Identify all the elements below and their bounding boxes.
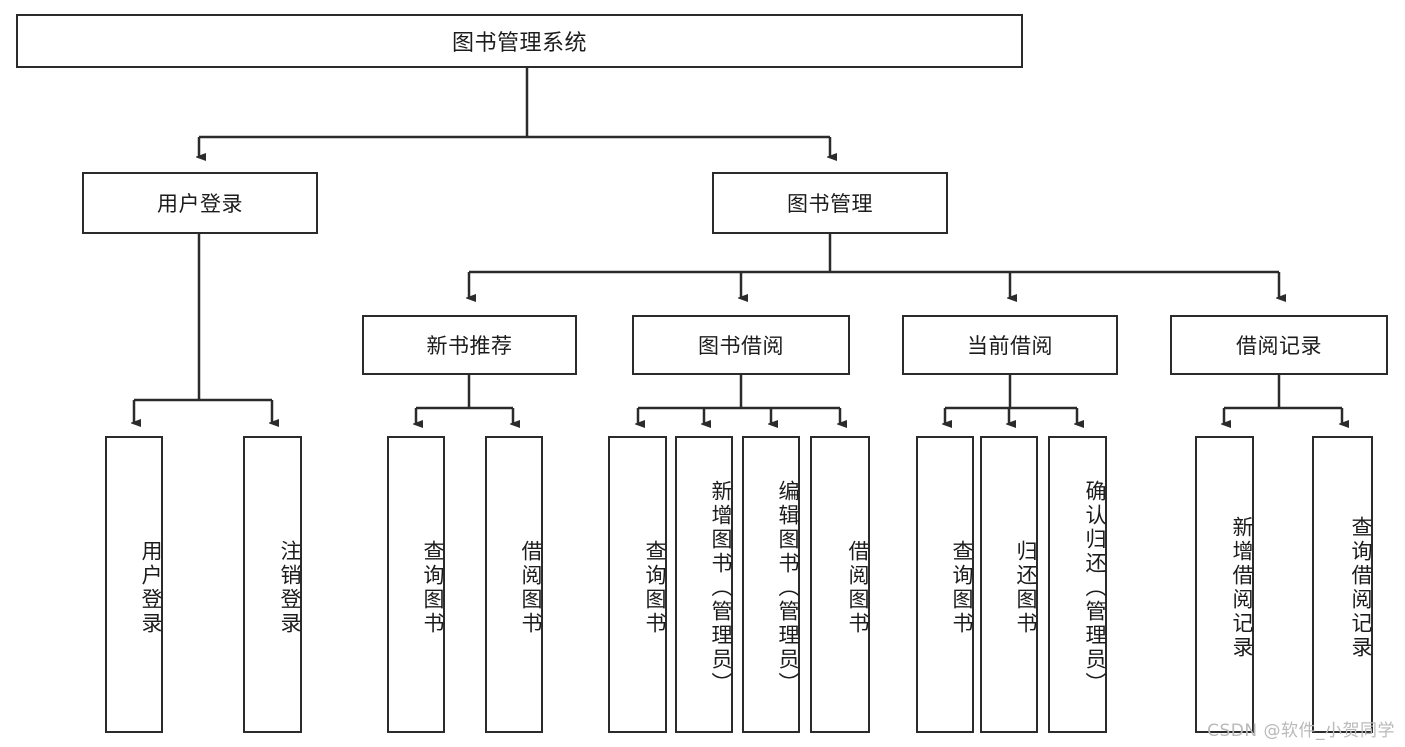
- node-label: 查询图书: [421, 539, 445, 636]
- node-label: 查询图书: [643, 539, 667, 636]
- node-label: 查询借阅记录: [1349, 515, 1373, 660]
- node-label: 图书管理: [787, 192, 873, 216]
- leaf-return-book[interactable]: 归还图书: [980, 436, 1038, 733]
- leaf-user-login[interactable]: 用户登录: [105, 436, 163, 733]
- node-label: 借阅图书: [519, 539, 543, 636]
- node-label: 新书推荐: [426, 334, 513, 358]
- node-book-borrow[interactable]: 图书借阅: [632, 315, 850, 375]
- watermark-text: CSDN @软件_小贺同学: [1207, 721, 1395, 741]
- leaf-query-book-borrow[interactable]: 查询图书: [608, 436, 667, 733]
- node-label: 借阅图书: [846, 539, 870, 636]
- node-current-borrow[interactable]: 当前借阅: [902, 315, 1118, 375]
- node-new-book-recommendation[interactable]: 新书推荐: [362, 315, 577, 375]
- node-book-management[interactable]: 图书管理: [712, 172, 948, 234]
- leaf-borrow-book[interactable]: 借阅图书: [810, 436, 870, 733]
- node-label: 归还图书: [1014, 539, 1038, 636]
- leaf-borrow-book-recommendation[interactable]: 借阅图书: [485, 436, 543, 733]
- node-label: 查询图书: [950, 539, 974, 636]
- node-label: 图书管理系统: [451, 31, 587, 56]
- leaf-query-book-recommendation[interactable]: 查询图书: [387, 436, 445, 733]
- node-label: 编辑图书（管理员）: [776, 479, 800, 696]
- leaf-query-book-current[interactable]: 查询图书: [916, 436, 974, 733]
- leaf-query-borrow-record[interactable]: 查询借阅记录: [1312, 436, 1373, 733]
- node-label: 借阅记录: [1236, 334, 1322, 358]
- node-borrow-record[interactable]: 借阅记录: [1170, 315, 1388, 375]
- node-label: 用户登录: [139, 539, 163, 636]
- node-label: 新增借阅记录: [1230, 515, 1254, 660]
- node-label: 用户登录: [157, 192, 243, 216]
- node-root-system[interactable]: 图书管理系统: [16, 14, 1023, 68]
- node-user-login[interactable]: 用户登录: [82, 172, 318, 234]
- node-label: 当前借阅: [967, 334, 1053, 358]
- node-label: 确认归还（管理员）: [1083, 479, 1107, 696]
- leaf-add-book-admin[interactable]: 新增图书（管理员）: [675, 436, 733, 733]
- leaf-edit-book-admin[interactable]: 编辑图书（管理员）: [742, 436, 800, 733]
- leaf-add-borrow-record[interactable]: 新增借阅记录: [1195, 436, 1254, 733]
- leaf-confirm-return-admin[interactable]: 确认归还（管理员）: [1048, 436, 1107, 733]
- node-label: 新增图书（管理员）: [709, 479, 733, 696]
- node-label: 图书借阅: [698, 334, 784, 358]
- leaf-logout[interactable]: 注销登录: [243, 436, 302, 733]
- node-label: 注销登录: [278, 539, 302, 636]
